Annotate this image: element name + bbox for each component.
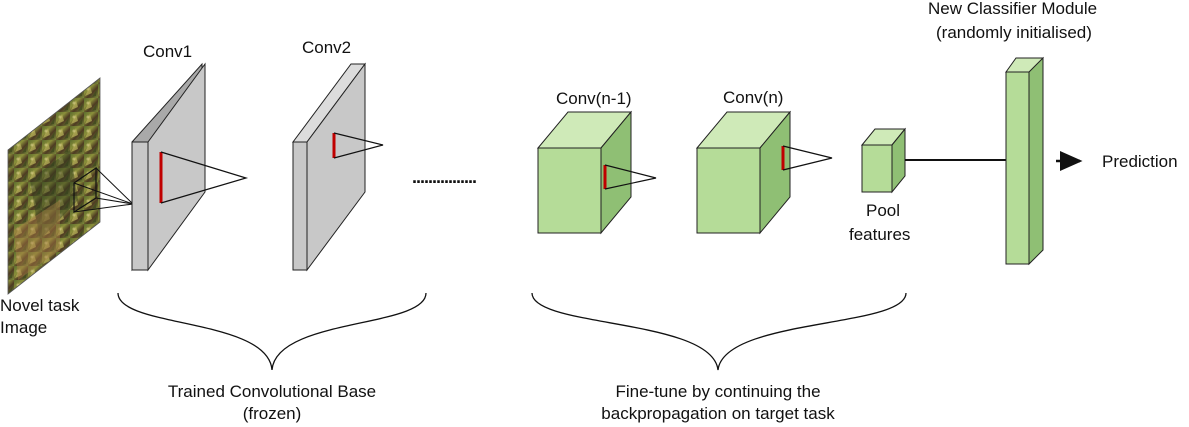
conv2-label: Conv2 [302,38,351,57]
conv1-layer [131,62,249,272]
layers-ellipsis: ................ [412,167,476,187]
conv-n-label: Conv(n) [723,88,783,107]
pool-label-line2: features [849,225,910,244]
finetune-group-label-line2: backpropagation on target task [601,404,835,423]
conv1-label: Conv1 [143,42,192,61]
finetune-group-brace [531,292,907,371]
conv2-layer [292,62,384,272]
classifier-module [1005,56,1044,266]
prediction-label: Prediction [1102,152,1178,171]
pool-features-block [860,127,907,194]
conv-n-minus-1-layer [536,110,657,235]
input-image-label-line2: Image [0,318,47,337]
frozen-group-label-line2: (frozen) [243,404,302,423]
input-image-label-line1: Novel task [0,296,80,315]
conv-n-layer [695,110,833,235]
classifier-label-line2: (randomly initialised) [936,23,1092,42]
classifier-label-line1: New Classifier Module [928,0,1097,18]
input-image [7,77,134,295]
frozen-group-label-line1: Trained Convolutional Base [168,382,376,401]
frozen-group-brace [117,292,427,371]
finetune-group-label-line1: Fine-tune by continuing the [615,382,820,401]
conv-n-minus-1-label: Conv(n-1) [556,89,632,108]
pool-label-line1: Pool [866,201,900,220]
